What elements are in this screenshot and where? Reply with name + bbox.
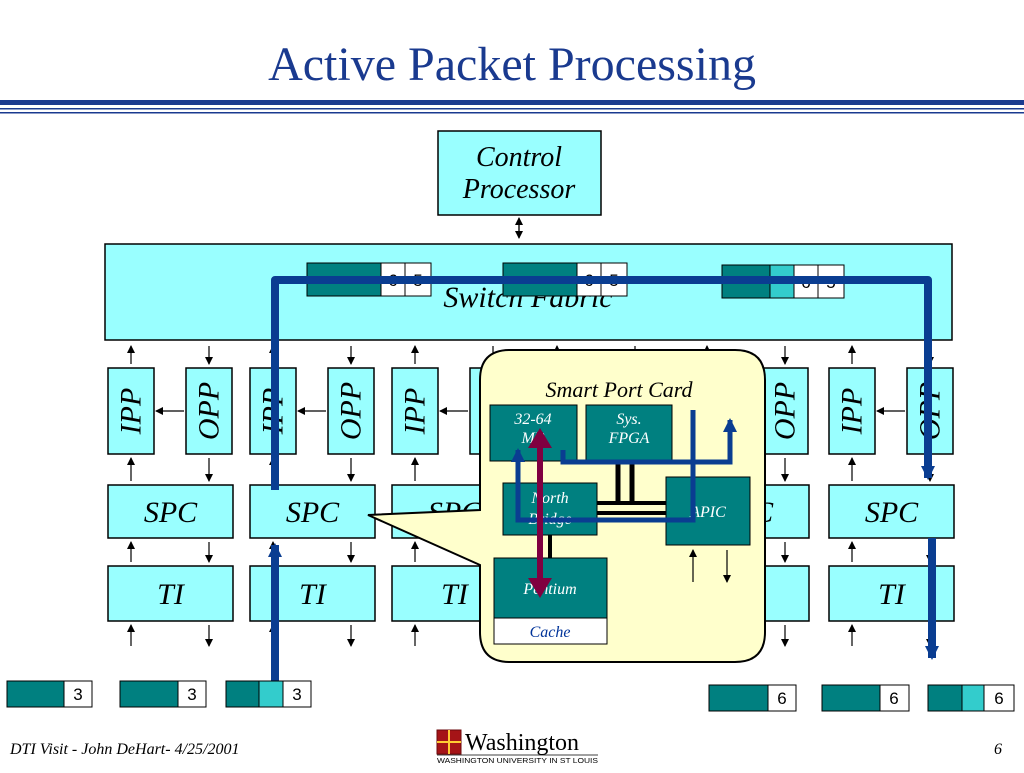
spc-data-path-in (511, 410, 696, 523)
spc-label-2: SPC (286, 496, 340, 529)
washington-logo: Washington WASHINGTON UNIVERSITY IN ST L… (436, 729, 598, 765)
north-bridge-line1: North (530, 490, 568, 507)
spc-label-1: SPC (144, 496, 198, 529)
title-rule-thin (0, 108, 1024, 110)
ipp-label-3: IPP (399, 388, 432, 436)
packet-flow-through-fabric (271, 276, 935, 490)
ti-label-1: TI (157, 578, 186, 611)
memory-line1: 32-64 (513, 411, 551, 428)
page-number: 6 (994, 741, 1002, 758)
ti-box-1 (107, 565, 234, 622)
ipp-box-3 (391, 367, 439, 455)
title-rule-thick (0, 100, 1024, 105)
spc-box-6 (828, 484, 955, 539)
logo-text: Washington (465, 730, 579, 756)
fpga-line2: FPGA (608, 430, 650, 447)
apic-label: APIC (689, 504, 726, 521)
output-packet-2: 6 (821, 684, 910, 712)
ti-label-6: TI (878, 578, 907, 611)
apic-block: APIC (665, 476, 751, 546)
cache-label: Cache (530, 624, 571, 641)
fpga-line1: Sys. (616, 411, 641, 428)
page-title: Active Packet Processing (268, 38, 756, 91)
output-packet-1-value: 6 (777, 689, 786, 708)
opp-label-2: OPP (335, 382, 368, 440)
ipp-box-1 (107, 367, 155, 455)
input-packet-2: 3 (119, 680, 207, 708)
spc-box-2 (249, 484, 376, 539)
smart-port-card-callout: Smart Port Card 32-64 MB Sys. FPGA North… (367, 349, 766, 663)
sys-fpga-block: Sys. FPGA (585, 404, 673, 462)
ipp-label-1: IPP (115, 388, 148, 436)
opp-box-2 (327, 367, 375, 455)
control-processor: Control Processor (437, 130, 602, 216)
cache-block: Cache (493, 617, 608, 645)
input-packet-1: 3 (6, 680, 93, 708)
output-packet-1: 6 (708, 684, 797, 712)
ti-label-3: TI (441, 578, 470, 611)
output-packet-3: 6 (927, 684, 1015, 712)
ipp-box-6 (828, 367, 876, 455)
input-packet-1-value: 3 (73, 685, 82, 704)
input-packet-2-value: 3 (187, 685, 196, 704)
input-packet-3: 3 (225, 680, 312, 708)
ipp-label-6: IPP (836, 388, 869, 436)
pentium-block: Pentium (493, 557, 608, 619)
opp-box-1 (185, 367, 233, 455)
ti-label-2: TI (299, 578, 328, 611)
opp-label-5: OPP (769, 382, 802, 440)
spc-label-6: SPC (865, 496, 919, 529)
control-processor-line1: Control (476, 142, 562, 173)
control-processor-line2: Processor (462, 174, 576, 205)
spc-data-path-out (560, 418, 737, 465)
input-packet-3-value: 3 (292, 685, 301, 704)
footer-text: DTI Visit - John DeHart- 4/25/2001 (9, 741, 239, 758)
smart-port-card-title: Smart Port Card (545, 377, 693, 402)
output-packet-2-value: 6 (889, 689, 898, 708)
logo-subtext: WASHINGTON UNIVERSITY IN ST LOUIS (437, 758, 598, 765)
opp-box-5 (761, 367, 809, 455)
opp-label-1: OPP (193, 382, 226, 440)
pentium-label: Pentium (522, 581, 576, 598)
title-rule-thin-2 (0, 112, 1024, 114)
output-packet-3-value: 6 (994, 689, 1003, 708)
ti-box-2 (249, 565, 376, 622)
spc-box-1 (107, 484, 234, 539)
